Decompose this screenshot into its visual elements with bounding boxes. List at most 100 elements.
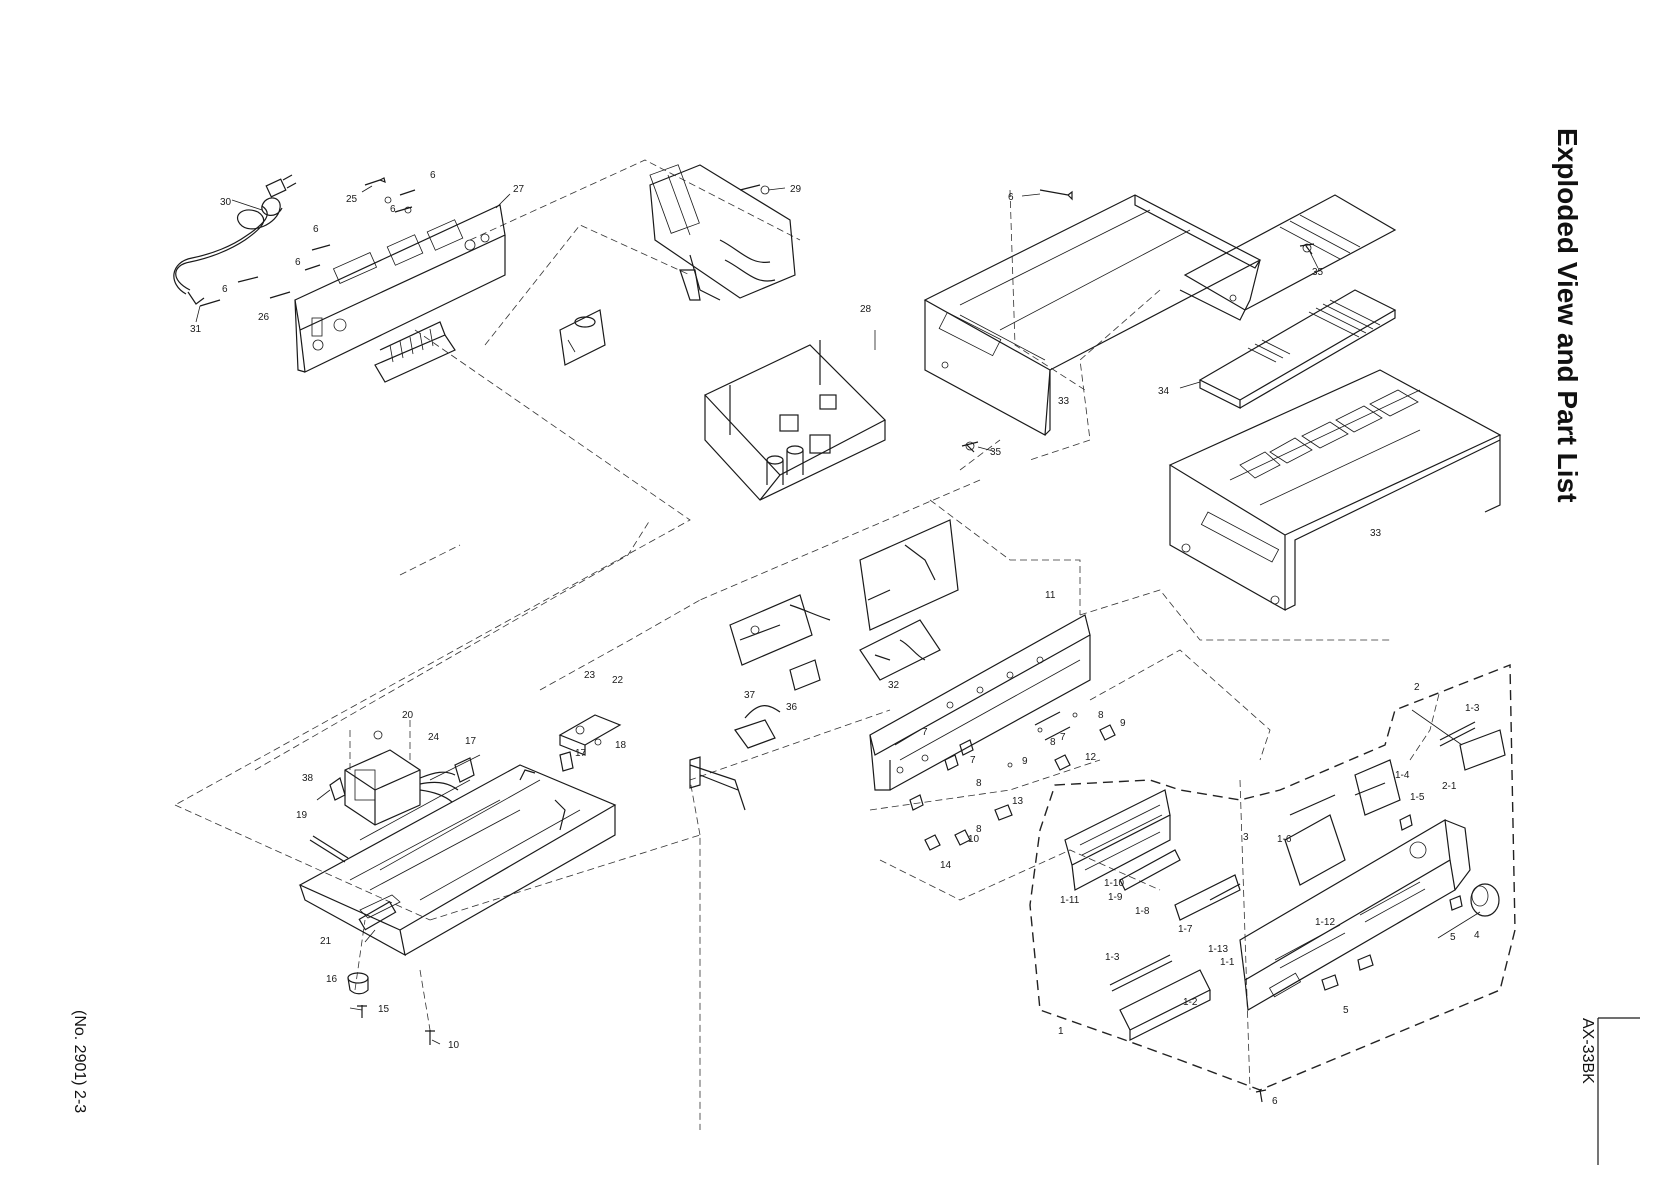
callout-15: 15: [378, 1004, 390, 1015]
callout-1-12: 1-12: [1315, 917, 1335, 928]
small-bracket-pcb: [560, 715, 620, 755]
callout-1-13: 1-13: [1208, 944, 1228, 955]
callout-5: 5: [1343, 1005, 1349, 1016]
callout-2-1: 2-1: [1442, 781, 1457, 792]
callout-9: 9: [1022, 756, 1028, 767]
knob-caps-and-buttons: [910, 712, 1115, 850]
small-pcb: [560, 310, 605, 365]
callout-6: 6: [222, 284, 228, 295]
callout-1-7: 1-7: [1178, 924, 1193, 935]
callout-32: 32: [888, 680, 900, 691]
callout-28: 28: [860, 304, 872, 315]
callout-17: 17: [465, 736, 477, 747]
callout-8: 8: [1098, 710, 1104, 721]
power-cord: [174, 175, 296, 304]
callout-leaders: [196, 186, 1480, 1044]
callout-24: 24: [428, 732, 440, 743]
callout-10: 10: [968, 834, 980, 845]
callout-1-1: 1-1: [1220, 957, 1235, 968]
callout-6: 6: [1272, 1096, 1278, 1107]
callout-12: 12: [1085, 752, 1097, 763]
callout-7: 7: [970, 755, 976, 766]
callout-34: 34: [1158, 386, 1170, 397]
volume-knob: [1471, 884, 1499, 916]
callout-35: 35: [990, 447, 1002, 458]
callout-3: 3: [1243, 832, 1249, 843]
callout-6: 6: [295, 257, 301, 268]
callout-1-3: 1-3: [1105, 952, 1120, 963]
terminal-block: [375, 322, 455, 382]
top-cover-right: [1185, 195, 1395, 310]
callout-20: 20: [402, 710, 414, 721]
callout-17: 17: [575, 748, 587, 759]
callout-14: 14: [940, 860, 952, 871]
callout-1-9: 1-9: [1108, 892, 1123, 903]
callout-13: 13: [1012, 796, 1024, 807]
callout-19: 19: [296, 810, 308, 821]
callout-1-3: 1-3: [1465, 703, 1480, 714]
part-callout-labels: 30 31 25 6 6 6 6 6 27 26 29 28 6 35 34 3…: [190, 170, 1480, 1107]
callout-4: 4: [1474, 930, 1480, 941]
callout-6: 6: [1008, 192, 1014, 203]
fuse-holder: [455, 752, 573, 782]
callout-1-2: 1-2: [1183, 997, 1198, 1008]
callout-21: 21: [320, 936, 332, 947]
callout-35: 35: [1312, 267, 1324, 278]
power-transformer: [345, 720, 458, 825]
page-title: Exploded View and Part List: [1551, 128, 1583, 502]
callout-1-6: 1-6: [1277, 834, 1292, 845]
front-panel: [1240, 820, 1470, 1010]
callout-8: 8: [1050, 737, 1056, 748]
callout-1-4: 1-4: [1395, 770, 1410, 781]
callout-36: 36: [786, 702, 798, 713]
callout-38: 38: [302, 773, 314, 784]
callout-1-11: 1-11: [1060, 895, 1080, 906]
callout-9: 9: [1120, 718, 1126, 729]
callout-1-8: 1-8: [1135, 906, 1150, 917]
callout-29: 29: [790, 184, 802, 195]
callout-16: 16: [326, 974, 338, 985]
callout-7: 7: [1060, 732, 1066, 743]
rear-panel-screws: [200, 178, 415, 306]
callout-37: 37: [744, 690, 756, 701]
top-cover-upper: [925, 195, 1260, 435]
screw-top-cover: [1040, 190, 1072, 199]
callout-33: 33: [1370, 528, 1382, 539]
callout-2: 2: [1414, 682, 1420, 693]
main-chassis: [300, 755, 615, 955]
callout-8: 8: [976, 778, 982, 789]
vent-plate: [1200, 290, 1395, 408]
callout-23: 23: [584, 670, 596, 681]
cassette-door-assemblies: [1110, 722, 1505, 1040]
display-window-parts: [1065, 790, 1240, 920]
page-number: (No. 2901) 2-3: [70, 1010, 88, 1113]
callout-7: 7: [922, 727, 928, 738]
callout-11: 11: [1045, 590, 1056, 601]
assembly-guide-lines: [175, 160, 1440, 1130]
callout-6: 6: [430, 170, 436, 181]
callout-31: 31: [190, 324, 202, 335]
callout-22: 22: [612, 675, 624, 686]
main-pcb-assembly: [730, 520, 958, 680]
callout-1-10: 1-10: [1104, 878, 1124, 889]
callout-18: 18: [615, 740, 627, 751]
callout-1-5: 1-5: [1410, 792, 1425, 803]
model-number: AX-33BK: [1578, 1018, 1596, 1084]
callout-25: 25: [346, 194, 358, 205]
callout-5: 5: [1450, 932, 1456, 943]
bottom-cover: [1170, 370, 1500, 610]
power-supply-unit: [705, 330, 885, 500]
screw-front-bottom: [1256, 1090, 1266, 1102]
callout-27: 27: [513, 184, 525, 195]
callout-10: 10: [448, 1040, 460, 1051]
callout-6: 6: [313, 224, 319, 235]
callout-33: 33: [1058, 396, 1070, 407]
selector-switch-assembly: [690, 660, 820, 810]
jack-pcb: [650, 165, 795, 300]
callout-26: 26: [258, 312, 270, 323]
callout-30: 30: [220, 197, 232, 208]
callout-6: 6: [390, 204, 396, 215]
screw-35: [962, 244, 1314, 452]
rear-panel: [295, 205, 505, 372]
